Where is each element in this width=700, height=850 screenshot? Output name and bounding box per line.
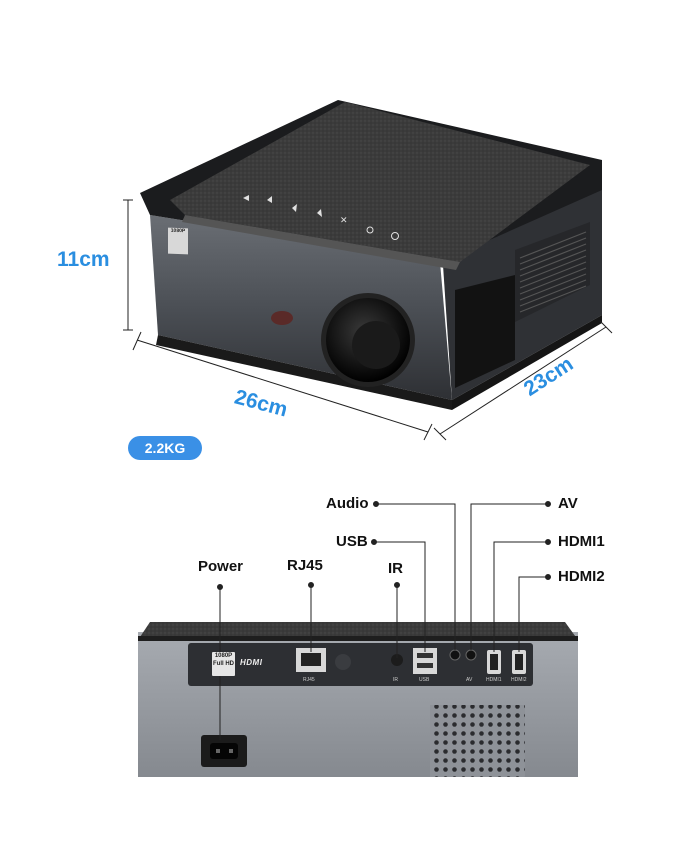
rear-logo-top: 1080P bbox=[214, 653, 233, 659]
ir-mark: IR bbox=[393, 677, 398, 683]
av-mark: AV bbox=[466, 677, 473, 683]
rj45-label: RJ45 bbox=[287, 557, 323, 574]
rear-logo-bottom: Full HD bbox=[213, 661, 234, 667]
weight-badge: 2.2KG bbox=[128, 436, 202, 460]
ir-label: IR bbox=[388, 560, 403, 577]
full-hd-logo: 1080P bbox=[168, 227, 188, 255]
hdmi2-mark: HDMI2 bbox=[511, 677, 527, 683]
hdmi-logo: HDMI bbox=[240, 658, 263, 667]
lens-icon bbox=[321, 293, 415, 387]
power-label: Power bbox=[198, 558, 244, 575]
audio-label: Audio bbox=[326, 495, 369, 512]
hdmi1-label: HDMI1 bbox=[558, 533, 605, 550]
hdmi2-label: HDMI2 bbox=[558, 568, 605, 585]
dimension-lines bbox=[123, 199, 613, 441]
side-vent bbox=[455, 222, 590, 388]
ir-sensor-icon bbox=[271, 311, 293, 325]
projector-front-view: ✕ bbox=[140, 100, 602, 410]
usb-label: USB bbox=[336, 533, 368, 550]
height-label: 11cm bbox=[57, 248, 110, 271]
logo-top-text: 1080P bbox=[170, 227, 186, 235]
hdmi1-mark: HDMI1 bbox=[486, 677, 502, 683]
usb-mark: USB bbox=[419, 677, 430, 683]
av-label: AV bbox=[558, 495, 578, 512]
svg-text:✕: ✕ bbox=[340, 215, 348, 225]
projector-rear-view bbox=[138, 622, 578, 777]
rear-full-hd-logo: 1080P Full HD bbox=[212, 652, 235, 676]
rj45-mark: RJ45 bbox=[303, 677, 315, 683]
